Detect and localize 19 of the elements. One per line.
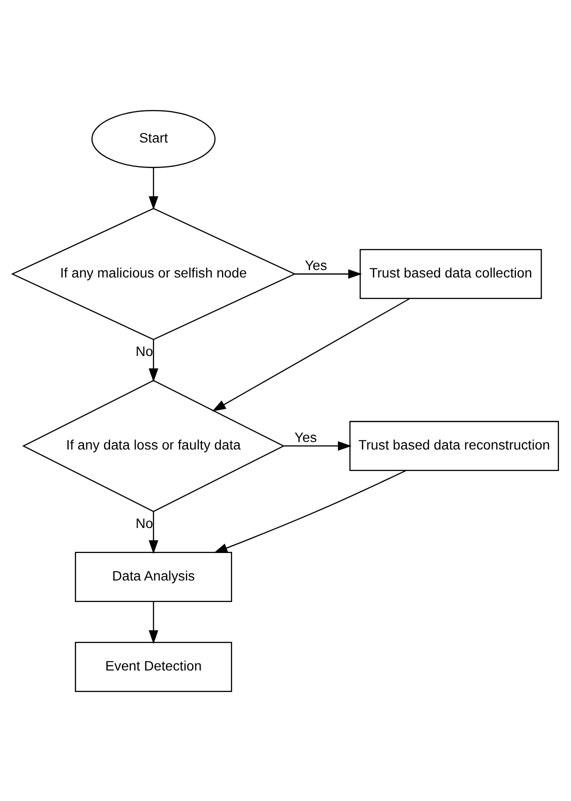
arrow bbox=[148, 339, 158, 382]
arrow bbox=[214, 469, 406, 553]
node-box: Data Analysis bbox=[74, 551, 232, 602]
node-box: Trust based data reconstruction bbox=[349, 420, 559, 471]
edge-label: No bbox=[136, 344, 154, 359]
arrow bbox=[212, 298, 410, 411]
edge-label: No bbox=[136, 515, 154, 530]
arrow bbox=[148, 601, 158, 644]
node-box: Event Detection bbox=[74, 641, 232, 692]
arrow bbox=[294, 268, 362, 278]
node-box: Trust based data collection bbox=[360, 248, 542, 299]
node-diamond: If any data loss or faulty data bbox=[22, 379, 285, 512]
node-ellipse: Start bbox=[91, 109, 216, 168]
arrow bbox=[148, 167, 158, 210]
arrow bbox=[148, 510, 158, 554]
node-diamond: If any malicious or selfish node bbox=[11, 207, 296, 340]
edge-label: Yes bbox=[304, 258, 328, 273]
edge-label: Yes bbox=[294, 430, 317, 445]
arrow bbox=[284, 440, 352, 450]
